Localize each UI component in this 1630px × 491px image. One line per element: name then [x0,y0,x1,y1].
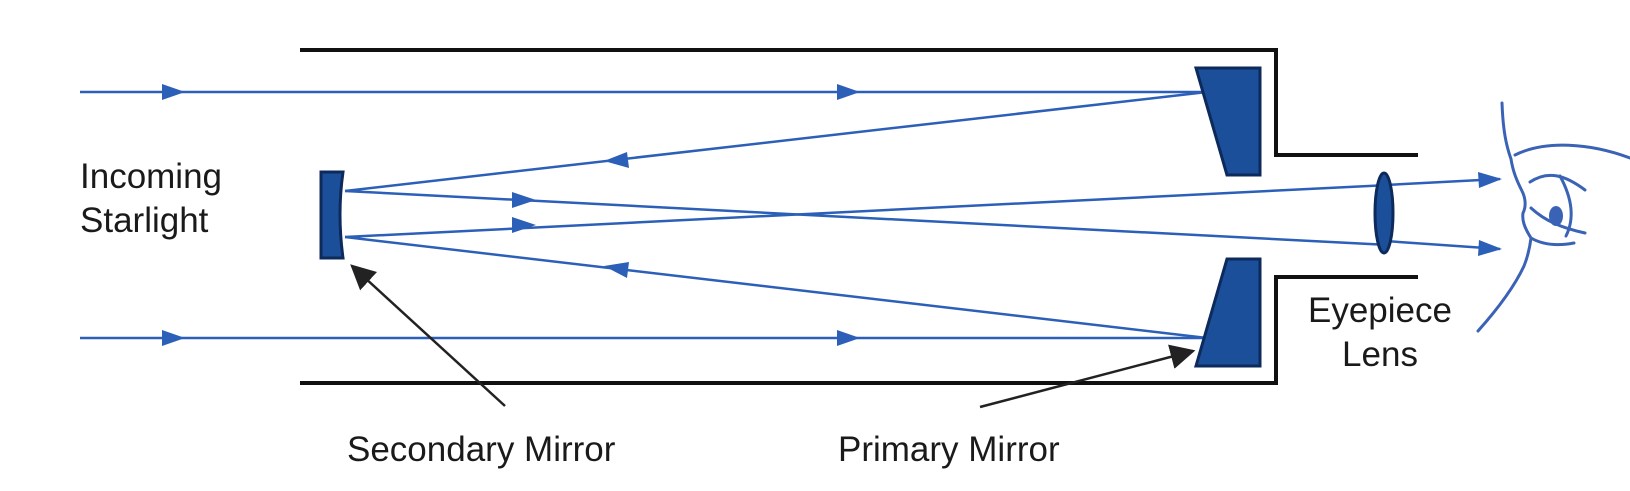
secondary-mirror-pointer [350,264,506,407]
eyepiece-lens-label: Eyepiece Lens [1305,289,1455,377]
reflected-ray-arrows [604,152,629,278]
primary-mirror-bottom [1194,257,1262,368]
eyepiece-lens [1373,171,1395,255]
eyepiece-line2: Lens [1342,334,1418,374]
incoming-rays [80,90,1210,340]
reflected-rays [344,90,1208,340]
secondary-mirror-label: Secondary Mirror [347,430,616,469]
exit-ray-arrows [1478,172,1502,256]
focused-rays [344,183,1390,247]
incoming-ray-arrows [162,84,860,346]
eyepiece-line1: Eyepiece [1308,291,1452,330]
primary-mirror-label: Primary Mirror [838,430,1060,469]
focused-ray-arrows [512,192,536,233]
eye-icon [1476,101,1630,333]
incoming-starlight-label: Incoming Starlight [80,155,222,243]
primary-mirror-pointer [979,344,1196,409]
telescope-tube-bottom [300,275,1418,385]
incoming-starlight-line1: Incoming [80,157,223,196]
secondary-mirror [319,170,345,260]
primary-mirror-top [1194,66,1262,177]
telescope-tube [300,48,1418,157]
exit-rays [1384,177,1501,251]
incoming-starlight-line2: Starlight [80,200,209,240]
